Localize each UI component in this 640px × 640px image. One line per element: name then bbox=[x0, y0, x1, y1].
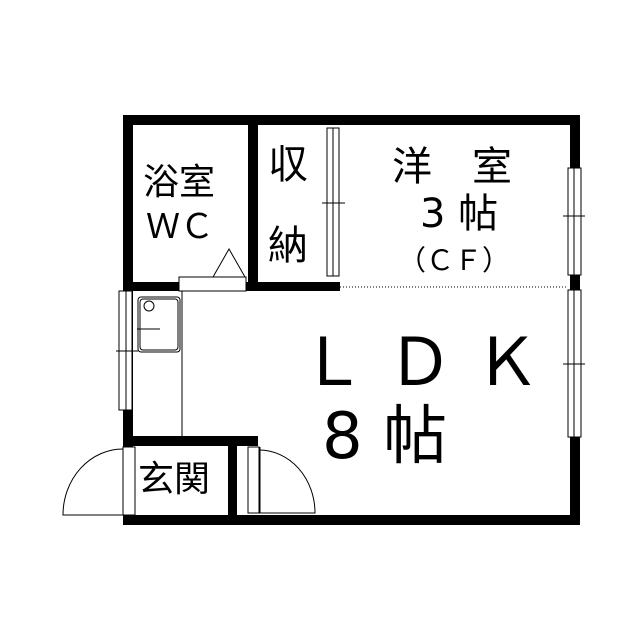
western-room-note: （ＣＦ） bbox=[398, 244, 511, 277]
storage-label-1: 収 bbox=[268, 142, 308, 188]
western-room-size: 3 帖 bbox=[420, 191, 499, 237]
entrance-door-left bbox=[122, 446, 136, 516]
entrance-door-right bbox=[247, 446, 260, 514]
bath-label: 浴室 bbox=[143, 162, 216, 203]
ldk-label: Ｌ Ｄ Ｋ bbox=[300, 324, 540, 401]
wc-label: ＷＣ bbox=[146, 207, 214, 247]
ldk-size: 8 帖 bbox=[322, 400, 448, 474]
bath-door-threshold bbox=[178, 276, 247, 292]
storage-label-2: 納 bbox=[268, 223, 308, 269]
entrance-label: 玄関 bbox=[138, 459, 211, 500]
western-room-label: 洋 室 bbox=[392, 144, 512, 190]
